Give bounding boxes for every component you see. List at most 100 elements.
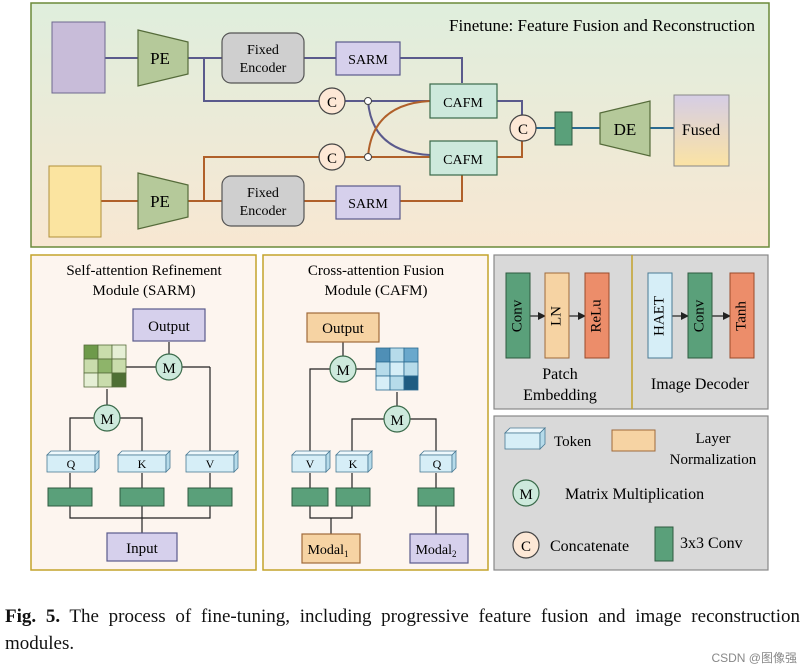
cafm-token-v bbox=[291, 450, 331, 473]
sarm-matmul-top bbox=[155, 353, 183, 381]
pe-relu-label: ReLu bbox=[588, 299, 604, 333]
cafm-output-label: Output bbox=[322, 321, 365, 337]
caption-fig-number: Fig. 5. bbox=[5, 606, 61, 627]
infrared-input-image bbox=[48, 165, 102, 238]
patch-embedding-top bbox=[137, 29, 189, 87]
sarm-v-label: V bbox=[206, 457, 215, 471]
cafm-k-label: K bbox=[349, 457, 358, 471]
cafm-top bbox=[429, 83, 498, 119]
de-label: Image Decoder bbox=[651, 376, 750, 393]
legend-matmul-symbol: M bbox=[519, 487, 532, 503]
legend-conv-icon bbox=[654, 526, 674, 562]
figure-caption: Fig. 5. The process of fine-tuning, incl… bbox=[5, 603, 800, 657]
cafm-matmul-bottom-label: M bbox=[390, 413, 403, 429]
cafm-bottom-label: CAFM bbox=[443, 153, 483, 168]
cafm-conv-v bbox=[291, 487, 329, 507]
sarm-top-label: SARM bbox=[348, 53, 388, 68]
sarm-input-label: Input bbox=[126, 541, 158, 557]
sarm-attention-matrix bbox=[83, 344, 127, 388]
finetune-title: Finetune: Feature Fusion and Reconstruct… bbox=[449, 16, 755, 35]
de-tanh-label: Tanh bbox=[733, 301, 749, 331]
fixed-encoder-top bbox=[221, 32, 305, 84]
sarm-k-label: K bbox=[138, 457, 147, 471]
visible-input-image bbox=[51, 21, 106, 94]
pe-label-l2: Embedding bbox=[523, 387, 597, 404]
fused-output-image bbox=[673, 94, 730, 167]
cafm-matmul-bottom bbox=[383, 405, 411, 433]
legend-concat-symbol: C bbox=[521, 539, 531, 555]
pe-top-label: PE bbox=[150, 49, 170, 68]
cafm-v-label: V bbox=[306, 457, 315, 471]
sarm-token-v bbox=[185, 450, 239, 473]
cafm-matmul-top bbox=[329, 355, 357, 383]
de-haet-block bbox=[647, 272, 673, 359]
legend-token-label: Token bbox=[554, 434, 592, 450]
concat-final-label: C bbox=[518, 122, 528, 138]
fixed-encoder-bottom-l1: Fixed bbox=[247, 186, 279, 201]
legend-layernorm-l1: Layer bbox=[696, 431, 731, 447]
sarm-output-label: Output bbox=[148, 319, 191, 335]
concat-top-label: C bbox=[327, 95, 337, 111]
junction-bottom bbox=[364, 153, 372, 161]
de-tanh-block bbox=[729, 272, 755, 359]
legend-matmul-icon bbox=[512, 479, 540, 507]
cafm-top-label: CAFM bbox=[443, 96, 483, 111]
de-label: DE bbox=[614, 120, 637, 139]
cafm-modal2-label: Modal2 bbox=[415, 543, 456, 559]
cafm-panel bbox=[262, 254, 489, 571]
cafm-panel-title-l1: Cross-attention Fusion bbox=[308, 263, 445, 279]
cafm-matmul-top-label: M bbox=[336, 363, 349, 379]
cafm-token-k bbox=[335, 450, 373, 473]
concat-bottom-label: C bbox=[327, 151, 337, 167]
pe-ln-block bbox=[544, 272, 570, 359]
cafm-modal1 bbox=[301, 533, 361, 564]
sarm-matmul-top-label: M bbox=[162, 361, 175, 377]
de-conv-label: Conv bbox=[691, 299, 707, 332]
watermark: CSDN @图像强 bbox=[711, 651, 797, 665]
legend-matmul-label: Matrix Multiplication bbox=[565, 486, 704, 503]
sarm-panel-title-l1: Self-attention Refinement bbox=[66, 263, 222, 279]
pe-label-l1: Patch bbox=[542, 366, 578, 383]
orange-branch-lines bbox=[101, 100, 523, 202]
sarm-token-k bbox=[117, 450, 171, 473]
concat-bottom bbox=[318, 143, 346, 171]
sarm-output bbox=[132, 308, 206, 342]
sarm-bottom-label: SARM bbox=[348, 197, 388, 212]
fixed-encoder-top-l1: Fixed bbox=[247, 43, 279, 58]
sarm-token-q bbox=[46, 450, 100, 473]
pe-relu-block bbox=[584, 272, 610, 359]
concat-final bbox=[509, 114, 537, 142]
cafm-attention-matrix bbox=[375, 347, 419, 391]
caption-text: The process of fine-tuning, including pr… bbox=[5, 606, 800, 654]
sarm-matmul-bottom-label: M bbox=[100, 412, 113, 428]
fused-label: Fused bbox=[682, 122, 720, 139]
junction-top bbox=[364, 97, 372, 105]
legend-conv-label: 3x3 Conv bbox=[680, 535, 743, 552]
sarm-matmul-bottom bbox=[93, 404, 121, 432]
legend-layernorm-icon bbox=[611, 429, 656, 452]
cafm-q-label: Q bbox=[433, 457, 442, 471]
fixed-encoder-bottom-l2: Encoder bbox=[240, 204, 287, 219]
fixed-encoder-bottom bbox=[221, 175, 305, 227]
cafm-modal1-label: Modal1 bbox=[307, 543, 348, 559]
legend-concat-label: Concatenate bbox=[550, 538, 629, 555]
purple-branch-lines bbox=[105, 57, 523, 156]
pe-de-panel bbox=[493, 254, 769, 410]
cafm-conv-k bbox=[335, 487, 371, 507]
cafm-panel-lines bbox=[309, 342, 437, 534]
sarm-conv-q bbox=[47, 487, 93, 507]
pe-bottom-label: PE bbox=[150, 192, 170, 211]
cafm-bottom bbox=[429, 140, 498, 176]
diagram-svg: Finetune: Feature Fusion and Reconstruct… bbox=[30, 2, 770, 571]
sarm-q-label: Q bbox=[67, 457, 76, 471]
sarm-bottom bbox=[335, 185, 401, 220]
sarm-conv-v bbox=[187, 487, 233, 507]
legend-layernorm-l2: Normalization bbox=[670, 452, 757, 468]
cafm-output bbox=[306, 312, 380, 343]
pe-conv-block bbox=[505, 272, 531, 359]
fuse-conv bbox=[554, 111, 573, 146]
sarm-top bbox=[335, 41, 401, 76]
sarm-conv-k bbox=[119, 487, 165, 507]
cafm-conv-q bbox=[417, 487, 455, 507]
